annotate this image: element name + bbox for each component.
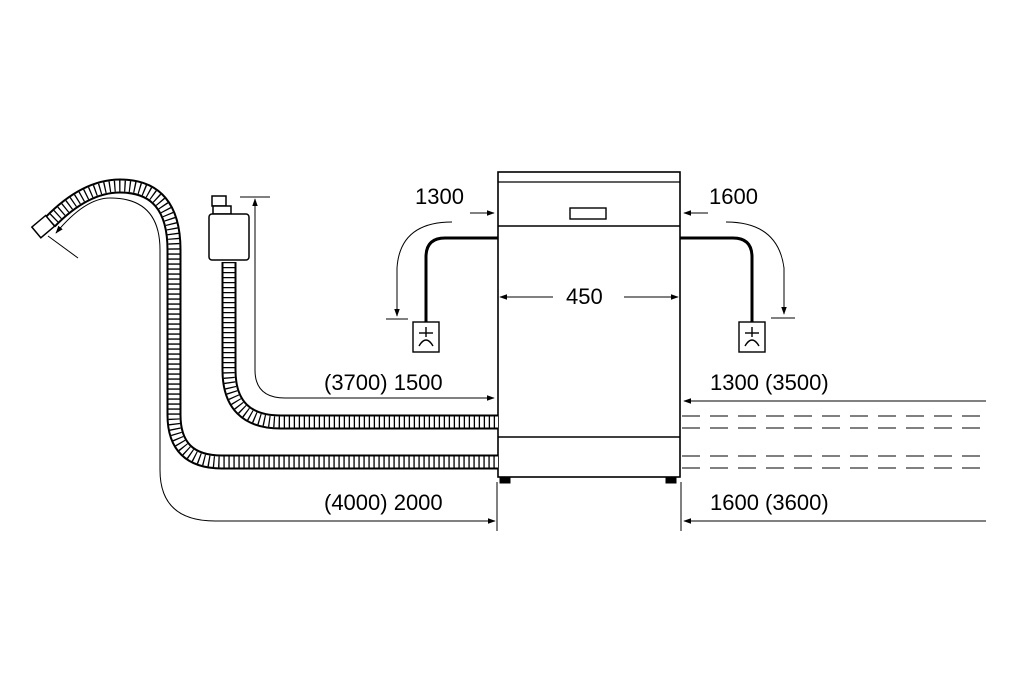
right-inlet-arrows [683, 210, 795, 319]
inlet-right-label: 1600 [709, 184, 758, 209]
inlet-left-label: 1300 [415, 184, 464, 209]
left-connection-pipe [412, 236, 498, 353]
hose-left-upper-label: (3700) 1500 [324, 370, 443, 395]
drain-hose-nozzle-icon [30, 214, 56, 239]
foot-icon [665, 476, 677, 484]
right-connection-pipe [680, 236, 766, 353]
water-tap-icon [738, 321, 766, 353]
inlet-hose-dimension [240, 196, 495, 401]
door-handle-icon [569, 207, 607, 220]
foot-icon [499, 476, 511, 484]
drain-hose-dimension [47, 197, 496, 524]
hose-right-upper-label: 1300 (3500) [710, 370, 829, 395]
left-inlet-arrows [386, 210, 495, 320]
water-tap-icon [412, 321, 440, 353]
dishwasher-icon [497, 171, 681, 484]
aquastop-valve-icon [208, 195, 250, 261]
hose-right-lower-label: 1600 (3600) [710, 490, 829, 515]
width-label: 450 [566, 284, 603, 309]
right-hose-dimensions [682, 398, 986, 524]
edge-reference-lines [496, 482, 682, 531]
hose-left-lower-label: (4000) 2000 [324, 490, 443, 515]
